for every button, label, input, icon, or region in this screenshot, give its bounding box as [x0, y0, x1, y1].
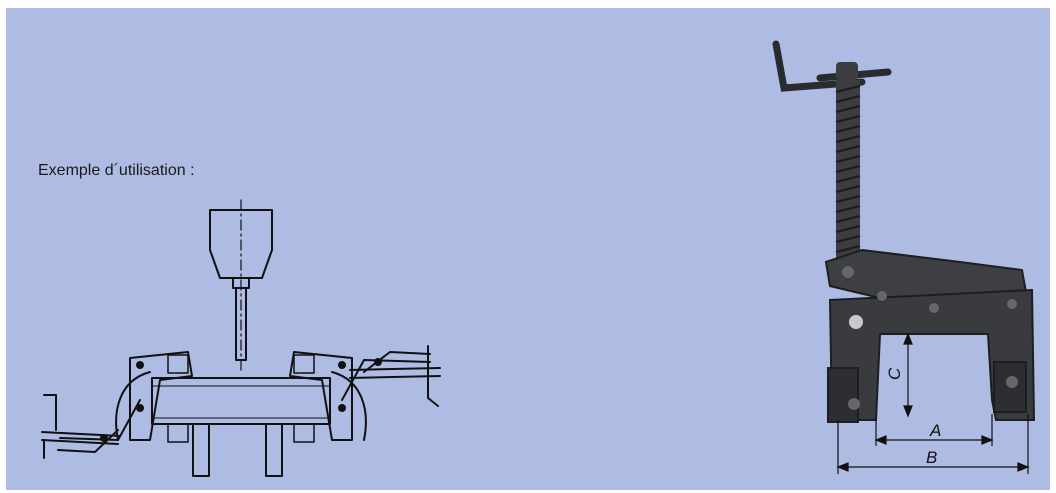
dimension-c-label: C	[885, 367, 904, 380]
workpiece	[151, 377, 331, 425]
right-clamp-icon	[289, 345, 441, 443]
spindle-head-icon	[209, 209, 273, 279]
dimension-a-label: A	[929, 421, 941, 440]
left-clamp-icon	[41, 351, 193, 459]
threaded-screw-icon	[835, 80, 861, 280]
example-label: Exemple d´utilisation :	[38, 162, 195, 179]
cutting-tool-icon	[235, 287, 247, 361]
dimension-b-label: B	[926, 448, 937, 467]
